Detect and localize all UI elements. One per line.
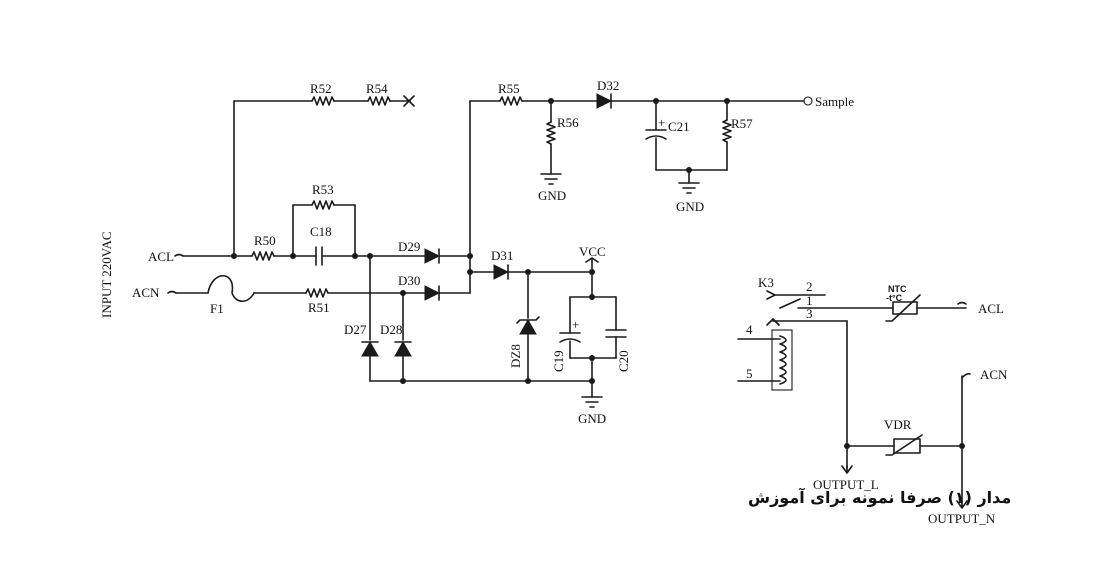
resistor-r52-icon	[311, 96, 335, 106]
diode-d32-icon	[596, 93, 613, 109]
figure-caption: مدار (۱) صرفا نمونه برای آموزش	[748, 487, 1011, 507]
output-n-arrow-icon	[956, 500, 968, 509]
junction-dot	[467, 253, 473, 259]
ntc-slash	[885, 294, 921, 322]
d32-label: D32	[597, 78, 619, 93]
r53-label: R53	[312, 182, 334, 197]
resistor-r54-icon	[367, 96, 391, 106]
c19-plus-sign: +	[572, 317, 579, 332]
pin3-label: 3	[806, 306, 813, 321]
d31-label: D31	[491, 248, 513, 263]
r51-branch: R51	[305, 288, 426, 315]
vdr-label: VDR	[884, 417, 912, 432]
bridge-lower-diodes: D27 D28	[344, 255, 593, 384]
junction-dot	[400, 378, 406, 384]
acn-output-label: ACN	[980, 367, 1008, 382]
sample-terminal-icon	[803, 96, 813, 106]
capacitor-c21-plate-b	[645, 135, 667, 140]
vcc-label: VCC	[579, 244, 606, 259]
f1-label: F1	[210, 301, 224, 316]
relay-pin3-arrow-icon	[766, 318, 780, 326]
resistor-r56-icon	[546, 121, 556, 145]
relay-coil-icon	[779, 335, 787, 385]
r56-label: R56	[557, 115, 579, 130]
diode-d30-icon	[424, 285, 441, 301]
r54-label: R54	[366, 81, 388, 96]
fuse-f1-icon	[207, 275, 255, 303]
resistor-r53-icon	[311, 200, 335, 210]
acn-out-terminal-icon	[961, 373, 971, 379]
acn-input-label: ACN	[132, 285, 160, 300]
acl-output-label: ACL	[978, 301, 1004, 316]
capacitor-c19-plate-b	[559, 338, 581, 343]
bridge-upper-diodes: D29 D30	[398, 100, 473, 301]
resistor-r55-icon	[499, 96, 523, 106]
vcc-regulator-section: D31 DZ8 VCC + C19 C20 GND	[469, 244, 631, 426]
d29-label: D29	[398, 239, 420, 254]
dz8-label: DZ8	[508, 344, 523, 368]
vdr-slash	[885, 434, 923, 456]
gnd-label-3: GND	[578, 411, 606, 426]
zener-dz8-icon	[519, 318, 537, 335]
diode-d27-icon	[361, 340, 379, 357]
pin1-label: 1	[806, 293, 813, 308]
r55-label: R55	[498, 81, 520, 96]
pin5-label: 5	[746, 366, 753, 381]
acn-terminal-icon	[167, 290, 177, 294]
ntc-label: NTC	[888, 284, 907, 294]
d30-label: D30	[398, 273, 420, 288]
output-l-label: OUTPUT_L	[813, 477, 879, 492]
resistor-r57-icon	[722, 119, 732, 143]
input-voltage-label: INPUT 220VAC	[99, 231, 114, 318]
r52-r54-branch: R52 R54	[233, 81, 415, 257]
gnd-label-2: GND	[676, 199, 704, 214]
k3-label: K3	[758, 275, 774, 290]
resistor-r51-icon	[305, 288, 329, 298]
r51-label: R51	[308, 300, 330, 315]
relay-section: K3 2 1 3 NTC -t°C ACL 4 5 OUTPUT_L V	[737, 275, 1008, 526]
relay-contact-arm	[779, 298, 801, 309]
r50-label: R50	[254, 233, 276, 248]
r57-label: R57	[731, 116, 753, 131]
c20-label: C20	[616, 350, 631, 372]
zener-dz8-bar	[516, 316, 540, 324]
output-n-label: OUTPUT_N	[928, 511, 996, 526]
sample-section: R55 R56 GND D32 + C21 R57 GND	[469, 78, 854, 214]
no-connect-icon	[403, 95, 415, 107]
input-section: INPUT 220VAC ACL ACN F1	[99, 231, 307, 318]
output-l-arrow-icon	[841, 465, 853, 474]
pin2-label: 2	[806, 279, 813, 294]
r52-label: R52	[310, 81, 332, 96]
diode-d31-icon	[493, 264, 510, 280]
pin4-label: 4	[746, 322, 753, 337]
junction-dot	[589, 378, 595, 384]
diode-d28-icon	[394, 340, 412, 357]
acl-terminal-icon	[174, 253, 184, 257]
junction-dot	[231, 253, 237, 259]
c18-label: C18	[310, 224, 332, 239]
gnd-label-1: GND	[538, 188, 566, 203]
c21-label: C21	[668, 119, 690, 134]
ntc-temp-label: -t°C	[886, 293, 903, 303]
acl-input-label: ACL	[148, 249, 174, 264]
acl-out-terminal-icon	[957, 301, 967, 305]
diode-d29-icon	[424, 248, 441, 264]
c19-label: C19	[551, 350, 566, 372]
c21-plus-sign: +	[658, 115, 665, 130]
relay-contact-pivot-icon	[766, 290, 776, 300]
d28-label: D28	[380, 322, 402, 337]
relay-coil-frame	[771, 329, 793, 391]
d27-label: D27	[344, 322, 367, 337]
resistor-r50-icon	[251, 251, 275, 261]
r50-c18-r53: R50 C18 R53	[231, 182, 426, 266]
sample-label: Sample	[815, 94, 854, 109]
